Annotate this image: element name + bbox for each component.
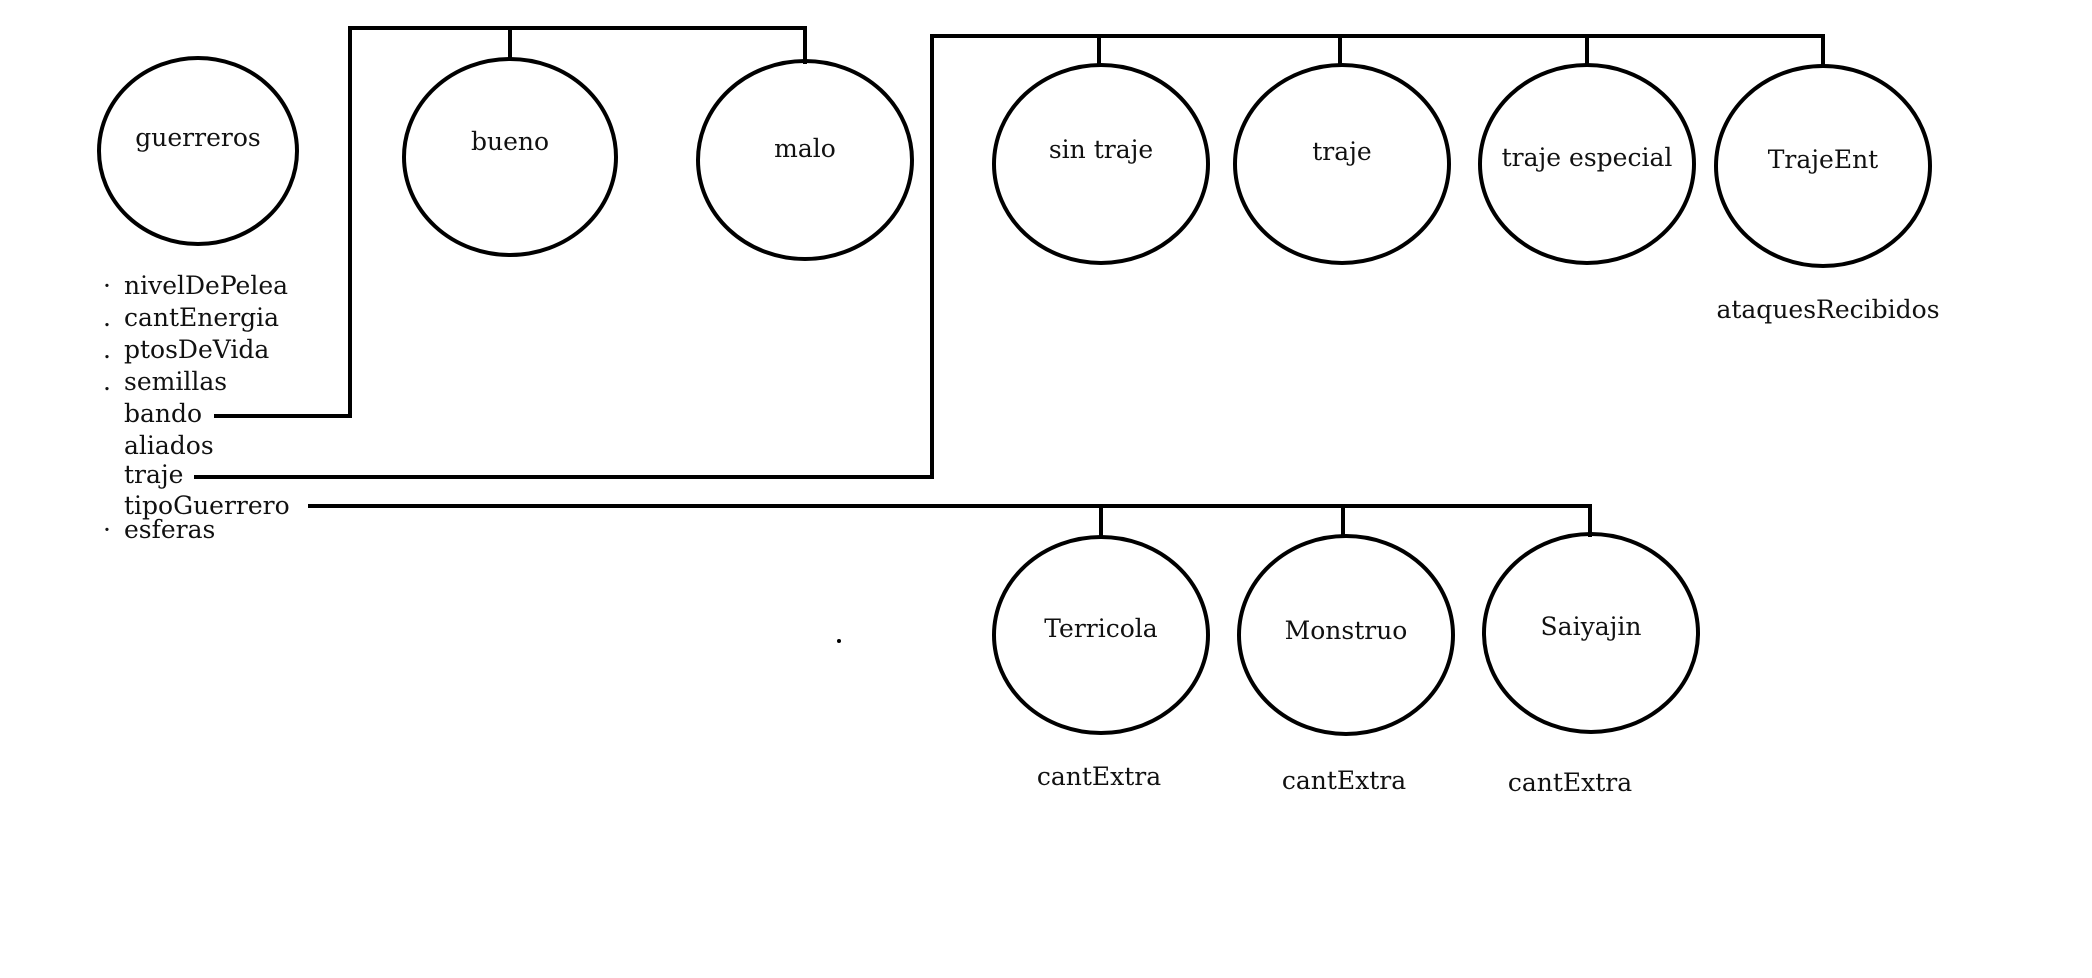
attribute-aliados: aliados: [124, 431, 214, 460]
tipoguerrero-nodes: TerricolacantExtraMonstruocantExtraSaiya…: [992, 532, 1700, 797]
node-attribute-trajeent: ataquesRecibidos: [1716, 295, 1939, 324]
node-saiyajin: Saiyajin cantExtra: [1482, 532, 1700, 797]
node-ellipse: [992, 535, 1210, 735]
attribute-semillas: semillas: [124, 367, 227, 396]
node-ellipse: [992, 63, 1210, 265]
attribute-traje: traje: [124, 460, 183, 489]
attribute-bullet: .: [103, 367, 111, 396]
node-monstruo: Monstruo cantExtra: [1237, 534, 1455, 795]
attribute-bullet: .: [103, 303, 111, 332]
node-ellipse: [402, 57, 618, 257]
node-attribute-saiyajin: cantExtra: [1508, 768, 1632, 797]
node-guerreros: guerreros: [97, 56, 299, 246]
connector-lines: [194, 26, 1825, 537]
attribute-ptosdevida: ptosDeVida: [124, 335, 269, 364]
attribute-bullet: ·: [103, 515, 111, 544]
attribute-niveldepelea: nivelDePelea: [124, 271, 288, 300]
attribute-list: · nivelDePelea. cantEnergia. ptosDeVida. sem…: [103, 271, 290, 544]
attribute-bullet: .: [103, 335, 111, 364]
node-label-monstruo: Monstruo: [1285, 616, 1408, 645]
node-label-sin-traje: sin traje: [1049, 135, 1153, 164]
node-ellipse: [1714, 64, 1932, 268]
bando-connector: [214, 26, 807, 418]
node-label-traje-especial: traje especial: [1502, 143, 1673, 172]
node-malo: malo: [696, 59, 914, 261]
node-attribute-terricola: cantExtra: [1037, 762, 1161, 791]
node-ellipse: [1478, 63, 1696, 265]
node-label-saiyajin: Saiyajin: [1541, 612, 1642, 641]
node-traje: traje: [1233, 63, 1451, 265]
attribute-tipoguerrero: tipoGuerrero: [124, 491, 290, 520]
stray-dot: [837, 639, 841, 643]
node-label-traje: traje: [1312, 137, 1371, 166]
node-label-trajeent: TrajeEnt: [1768, 145, 1878, 174]
node-ellipse: [696, 59, 914, 261]
node-label-guerreros: guerreros: [135, 123, 260, 152]
node-label-terricola: Terricola: [1044, 614, 1157, 643]
node-sin-traje: sin traje: [992, 63, 1210, 265]
node-bueno: bueno: [402, 57, 618, 257]
node-attribute-monstruo: cantExtra: [1282, 766, 1406, 795]
node-terricola: Terricola cantExtra: [992, 535, 1210, 791]
node-label-malo: malo: [774, 134, 836, 163]
traje-nodes: sin traje traje traje especial TrajeEnt ataq…: [992, 63, 1940, 324]
node-ellipse: [1233, 63, 1451, 265]
node-label-bueno: bueno: [471, 127, 549, 156]
node-ellipse: [1237, 534, 1455, 736]
bando-nodes: bueno malo: [402, 57, 914, 261]
traje-connector: [194, 34, 1825, 479]
node-traje-especial: traje especial: [1478, 63, 1696, 265]
attribute-cantenergia: cantEnergia: [124, 303, 279, 332]
node-ellipse: [1482, 532, 1700, 734]
attribute-bando: bando: [124, 399, 202, 428]
node-trajeent: TrajeEnt ataquesRecibidos: [1714, 64, 1940, 324]
attribute-bullet: ·: [103, 271, 111, 300]
attribute-esferas: esferas: [124, 515, 215, 544]
